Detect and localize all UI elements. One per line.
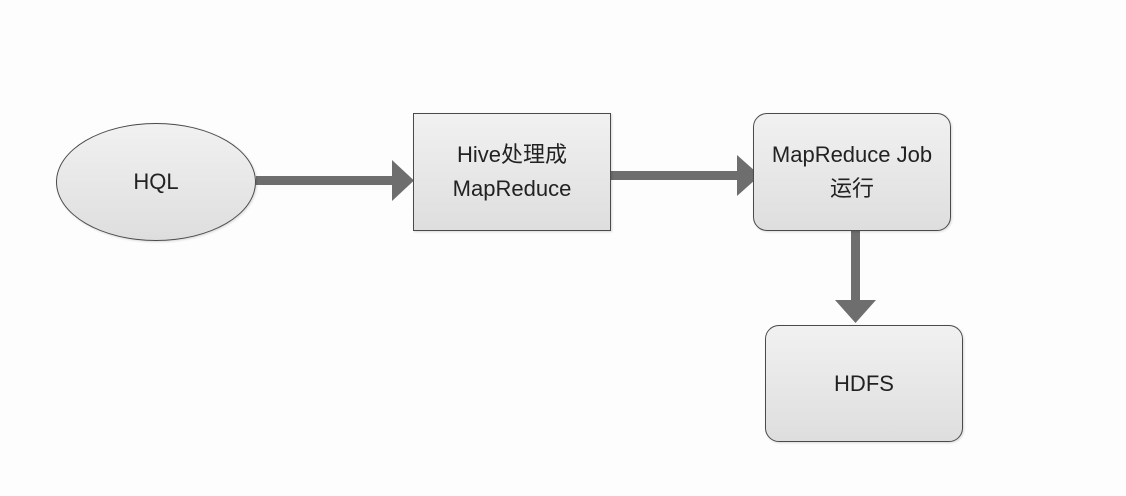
hive-processing-text: Hive处理成 MapReduce (453, 138, 572, 206)
hdfs-node: HDFS (765, 325, 963, 442)
arrow-hql-to-hive (256, 160, 414, 201)
hql-node: HQL (56, 123, 256, 241)
job-label-line1: MapReduce Job (771, 142, 933, 167)
arrow-job-to-hdfs (835, 231, 876, 323)
hive-label-line1: Hive处理成 (456, 142, 567, 167)
hive-label-line2: MapReduce (452, 176, 572, 201)
hive-processing-node: Hive处理成 MapReduce (413, 113, 611, 231)
job-label-line2: 运行 (829, 176, 874, 201)
hdfs-label: HDFS (834, 370, 894, 396)
arrow-hive-to-job (611, 155, 760, 196)
hql-label: HQL (133, 169, 179, 194)
mapreduce-job-node: MapReduce Job 运行 (753, 113, 951, 231)
mapreduce-job-text: MapReduce Job 运行 (772, 138, 932, 206)
